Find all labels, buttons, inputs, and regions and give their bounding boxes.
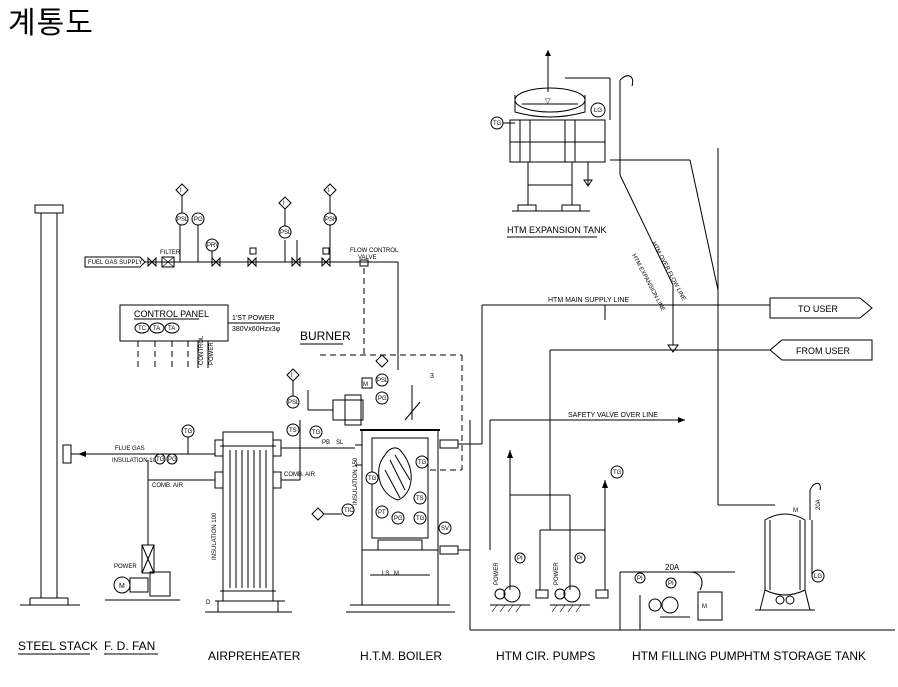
tg-flue-icon: TG [156,457,165,463]
tg-outlet-icon: TG [418,460,427,466]
filling-panel-label: M [702,604,707,610]
label-fan-power: POWER [114,564,137,570]
pg-vessel-icon: PG [394,516,403,522]
htm-storage-tank: LG M 20A [717,148,825,611]
tc-indicator: TC [138,326,147,332]
label-comb-air-fan: COMB. AIR [152,483,184,489]
drain-tag: LS [382,571,389,577]
psh-icon: PSH [325,217,337,223]
interlock-icon-2: I [283,201,285,207]
pb-tag: PB [322,440,330,446]
tg-air-icon: TG [184,429,193,435]
label-20a: 20A [665,563,680,572]
label-main-supply: HTM MAIN SUPPLY LINE [548,297,629,304]
pi-fill2-icon: PI [668,581,674,587]
steel-stack [20,204,215,606]
tg-boiler-icon: TG [312,430,321,436]
pg-combustion-icon: PG [378,396,387,402]
label-control-panel: CONTROL PANEL [134,309,209,319]
tg-vessel-icon: TG [368,476,377,482]
label-insulation-boiler: INSULATION 150 [353,457,359,505]
pi2-icon: PI [577,556,583,562]
label-htm-boiler: H.T.M. BOILER [360,649,442,663]
pi-fill-icon: PI [637,576,643,582]
htm-expansion-tank: ▽ LG TG HTM OVER FLOW LINE HTM EXPANSION… [490,50,719,505]
sl-tag: SL [336,440,344,446]
interlock-icon-3: I [328,188,330,194]
label-htm-filling-pump: HTM FILLING PUMP [632,649,745,663]
drain-label: D [206,600,211,606]
tg-pump-icon: TG [613,470,622,476]
label-safety-valve: SAFETY VALVE OVER LINE [568,412,658,419]
page-title: 계통도 [8,6,94,41]
label-power: POWER [209,342,215,365]
label-fuel-gas-supply: FUEL GAS SUPPLY [88,260,142,266]
psl-icon: PSL [177,217,189,223]
to-user-arrow: TO USER [769,297,873,319]
htm-cir-pumps: TG PI PI POWER POWER [469,450,895,631]
label-pump1-power: POWER [494,562,500,585]
htm-boiler: PSL I TS TG M PSL PG 3 TG TG PT PG TS TG… [286,354,459,613]
label-steel-stack: STEEL STACK [18,639,98,653]
fd-fan: COMB. AIR M POWER [105,460,215,601]
label-burner: BURNER [300,329,351,343]
label-flow-control: FLOW CONTROL [350,248,399,254]
ta-indicator-2: TA [168,326,175,332]
sv-icon: SV [441,526,449,532]
label-htm-storage-tank: HTM STORAGE TANK [744,649,866,663]
label-pump2-power: POWER [554,562,560,585]
lg-storage-icon: LG [814,574,822,580]
pi1-icon: PI [517,556,523,562]
to-user-label: TO USER [798,304,838,314]
storage-vent-tag: 20A [816,499,822,510]
tic-icon: TIC [344,508,354,514]
psl-combustion-icon: PSL [377,378,389,384]
label-airpreheater: AIRPREHEATER [208,649,301,663]
ts-icon-1: TS [289,428,297,434]
damper-motor-icon: M [363,382,368,388]
pt-icon: PT [378,510,386,516]
manhole-tag: M [394,571,399,577]
label-first-power: 1'ST POWER [232,315,274,322]
from-user-arrow: FROM USER [769,339,873,361]
pg-flue-icon: PG [168,457,177,463]
tg-expansion-icon: TG [493,121,502,127]
motor-icon: M [119,583,125,590]
psl-burner-icon: PSL [288,400,300,406]
level-mark: ▽ [545,98,551,105]
ts-vessel-icon: TS [416,496,424,502]
label-flue-gas: FLUE GAS [115,446,145,452]
fuel-gas-train: FUEL GAS SUPPLY FILTER PSL PG PRV I PSL … [84,183,399,370]
psl2-icon: PSL [280,230,292,236]
label-power-spec: 380Vx60Hzx3φ [232,326,281,333]
interlock-icon-4: I [291,373,293,379]
prv-icon: PRV [207,243,219,249]
tg-inlet-icon: TG [416,516,425,522]
htm-filling-pump: 20A PI PI M [634,563,723,630]
interlock-icon-1: I [180,188,182,194]
from-user-label: FROM USER [796,346,851,356]
airpreheater: COMB. AIR D INSULATION 100 [205,420,355,613]
control-panel: CONTROL PANEL TC TA TA 1'ST POWER 380Vx6… [119,304,281,368]
ta-indicator-1: TA [153,326,160,332]
label-htm-expansion-tank: HTM EXPANSION TANK [507,225,607,235]
storage-manhole-tag: M [793,508,798,514]
label-note-3: 3 [430,373,434,380]
label-fd-fan: F. D. FAN [104,639,155,653]
lg-expansion-icon: LG [594,108,602,114]
label-valve: VALVE [358,255,376,261]
label-htm-cir-pumps: HTM CIR. PUMPS [496,649,595,663]
label-insulation-pre: INSULATION 100 [212,512,218,560]
label-comb-air-pre: COMB. AIR [284,472,316,478]
label-control: CONTROL [199,335,205,365]
pg-icon: PG [194,217,203,223]
label-filter: FILTER [160,250,181,256]
main-piping: HTM MAIN SUPPLY LINE SAFETY VALVE OVER L… [458,297,770,551]
label-insulation: INSULATION 100 [112,458,160,464]
